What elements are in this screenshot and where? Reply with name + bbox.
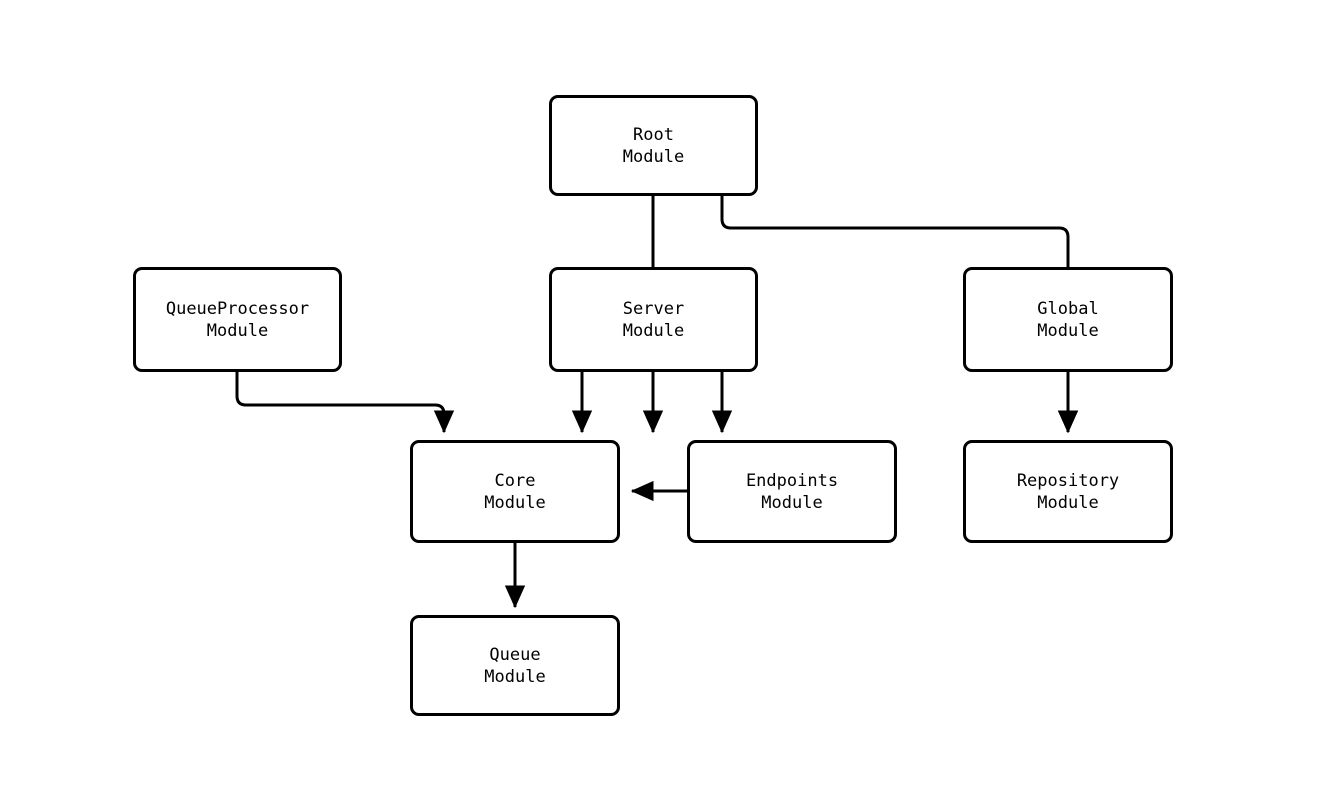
node-global-module-label: Global Module <box>1037 298 1099 341</box>
node-repository-module-label: Repository Module <box>1016 470 1120 513</box>
node-queue-module[interactable]: Queue Module <box>410 615 620 716</box>
node-endpoints-module[interactable]: Endpoints Module <box>687 440 897 543</box>
node-endpoints-module-label: Endpoints Module <box>745 470 839 513</box>
node-server-module[interactable]: Server Module <box>549 267 758 372</box>
node-queue-module-label: Queue Module <box>484 644 546 687</box>
node-queueprocessor-module[interactable]: QueueProcessor Module <box>133 267 342 372</box>
node-core-module[interactable]: Core Module <box>410 440 620 543</box>
node-repository-module[interactable]: Repository Module <box>963 440 1173 543</box>
node-queueprocessor-module-label: QueueProcessor Module <box>165 298 310 341</box>
node-root-module[interactable]: Root Module <box>549 95 758 196</box>
node-root-module-label: Root Module <box>622 124 685 167</box>
edge-queueprocessor-to-core <box>235 372 455 434</box>
node-server-module-label: Server Module <box>622 298 685 341</box>
node-global-module[interactable]: Global Module <box>963 267 1173 372</box>
node-core-module-label: Core Module <box>484 470 546 513</box>
